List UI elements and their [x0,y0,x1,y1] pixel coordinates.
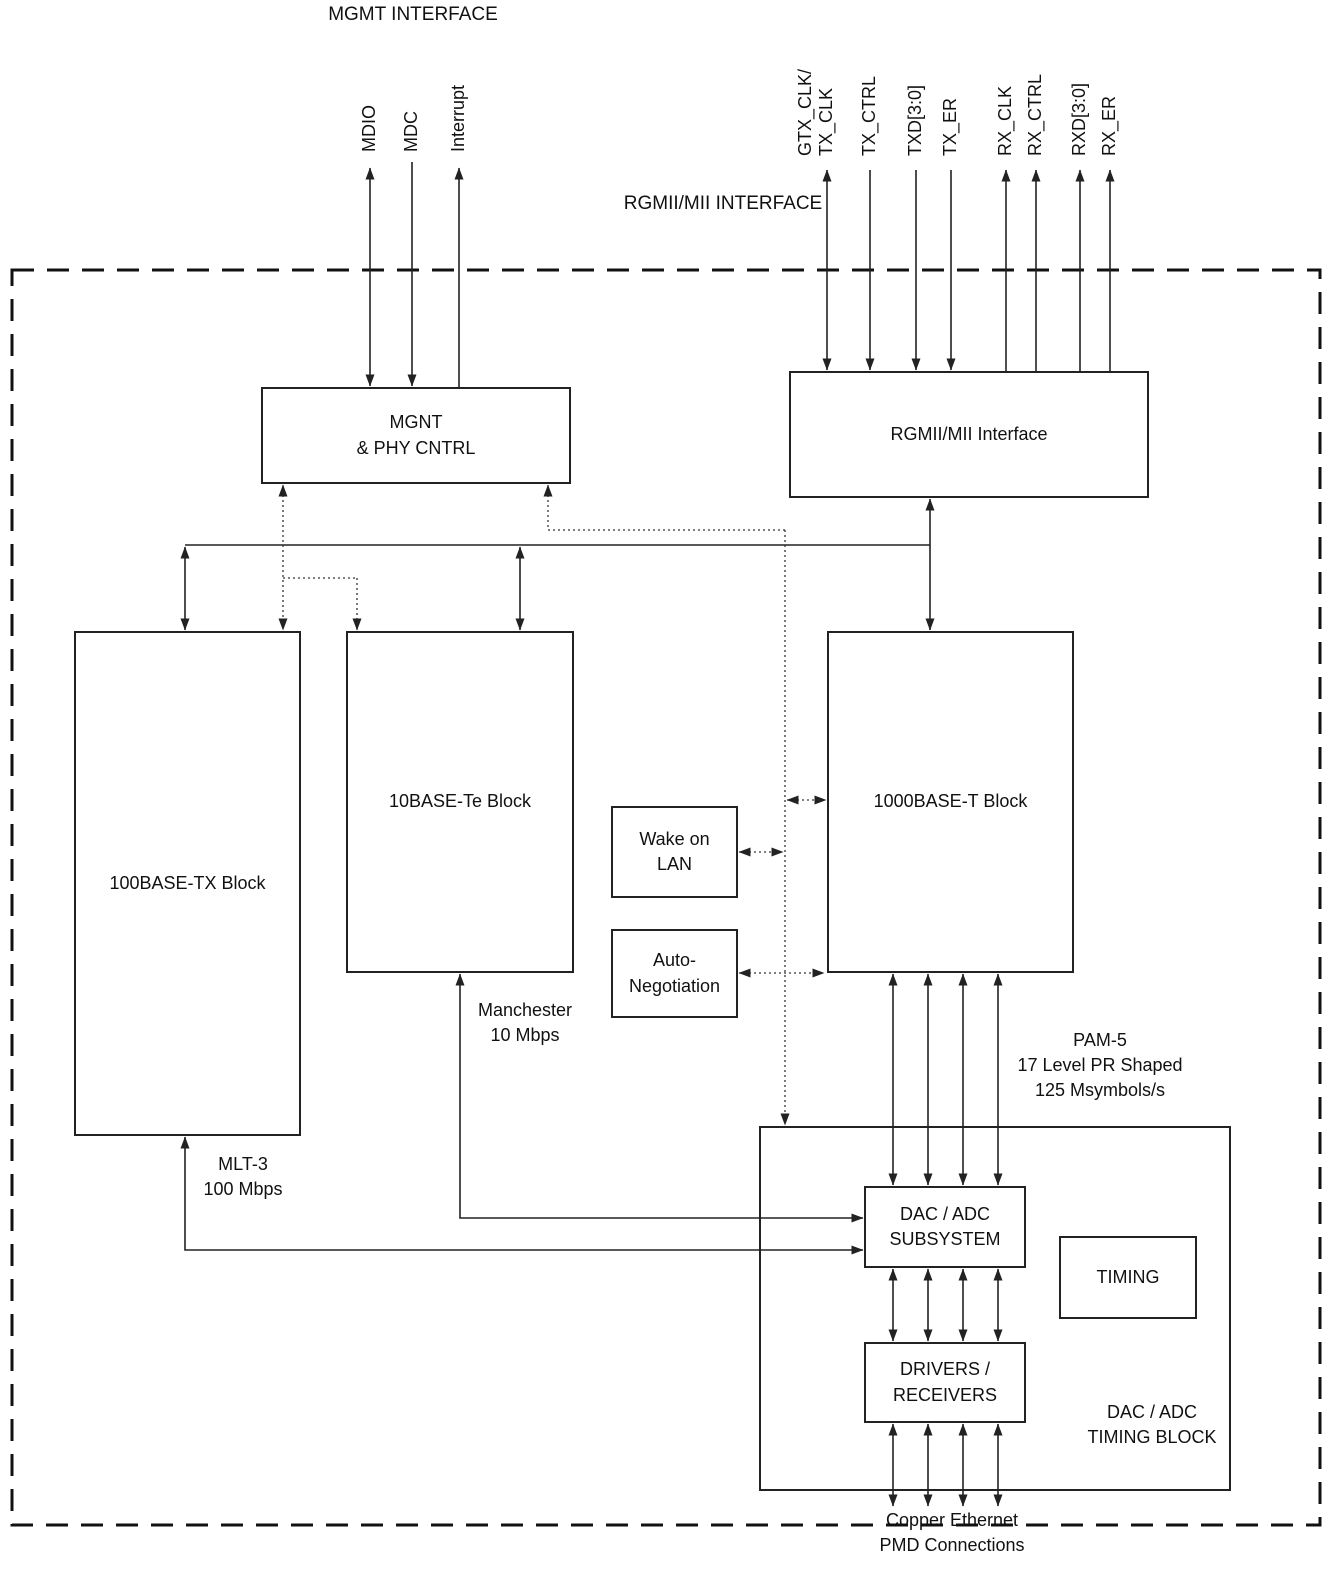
dac-timing-line2: TIMING BLOCK [1087,1427,1217,1448]
pam5-line2: 17 Level PR Shaped [1017,1055,1183,1076]
rgmii-wires [822,169,1115,371]
1000base-t-block [827,631,1074,973]
10base-te-block [346,631,574,973]
mgnt-phy-cntrl-block [261,387,571,484]
rx-ctrl-signal-label: RX_CTRL [1025,73,1045,156]
phy-chip-boundary [10,268,1322,1527]
dac-adc-timing-annotation: DAC / ADC TIMING BLOCK [1052,1400,1252,1450]
drivers-receivers-block [864,1342,1026,1423]
tx-er-signal-label: TX_ER [940,97,960,156]
wake-on-lan-block [611,806,738,898]
manchester-line2: 10 Mbps [490,1025,560,1046]
dac-timing-line1: DAC / ADC [1106,1402,1198,1422]
gtx-clk-signal-label: GTX_CLK/ TX_CLK [795,69,837,156]
auto-negotiation-block [611,929,738,1018]
timing-block [1059,1236,1197,1319]
pam5-line1: PAM-5 [1073,1030,1127,1050]
mgmt-interface-title: MGMT INTERFACE [328,4,498,25]
mlt3-line2: 100 Mbps [203,1179,283,1200]
txd-signal-label: TXD[3:0] [905,84,925,156]
gtx-clk-signal-line1: GTX_CLK/ [795,68,815,156]
manchester-annotation: Manchester 10 Mbps [465,998,585,1048]
manchester-line1: Manchester [477,1000,573,1020]
100base-tx-to-dac-path [180,1136,864,1255]
mlt3-line1: MLT-3 [218,1154,268,1174]
rxd-signal-label: RXD[3:0] [1069,82,1089,156]
mgmt-wires [365,162,464,387]
pam5-annotation: PAM-5 17 Level PR Shaped 125 Msymbols/s [1000,1028,1200,1104]
function-blocks [74,371,1231,1491]
rgmii-interface-title: RGMII/MII INTERFACE [623,193,823,214]
pam5-line3: 125 Msymbols/s [1034,1080,1166,1101]
tx-ctrl-signal-label: TX_CTRL [859,75,879,156]
100base-tx-block [74,631,301,1136]
rx-clk-signal-label: RX_CLK [995,85,1015,156]
mdc-signal-label: MDC [401,111,421,152]
gtx-clk-signal-line2: TX_CLK [816,87,836,156]
mlt3-annotation: MLT-3 100 Mbps [185,1152,301,1202]
mdio-signal-label: MDIO [359,105,379,152]
rx-er-signal-label: RX_ER [1099,95,1119,156]
copper-pmd-annotation: Copper Ethernet PMD Connections [852,1508,1052,1558]
rgmii-mii-interface-block [789,371,1149,498]
interrupt-signal-label: Interrupt [448,84,468,152]
copper-line2: PMD Connections [879,1535,1025,1556]
data-bus [180,498,935,631]
copper-line1: Copper Ethernet [885,1510,1019,1530]
dac-adc-subsystem-block [864,1186,1026,1268]
analog-paths [180,973,1003,1507]
